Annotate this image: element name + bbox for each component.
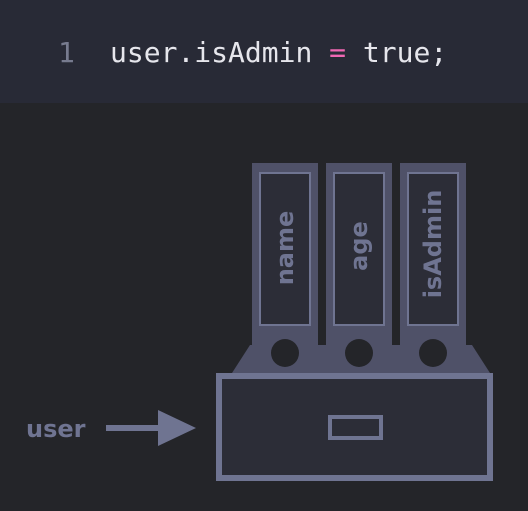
- code-dot: .: [177, 36, 195, 69]
- code-terminator: ;: [430, 36, 448, 69]
- folder-label-name: name: [271, 211, 299, 286]
- cabinet-box: [216, 373, 493, 481]
- pointer-arrow-head: [158, 410, 196, 446]
- object-label: user: [26, 415, 86, 443]
- code-property: isAdmin: [194, 36, 313, 69]
- folder-label-age: age: [345, 221, 373, 271]
- folder-label-isAdmin: isAdmin: [419, 190, 447, 299]
- folder-age: age: [326, 163, 392, 373]
- code-value: true: [362, 36, 431, 69]
- object-diagram: name age isAdmin user: [26, 163, 493, 481]
- line-number: 1: [58, 36, 75, 69]
- code-object: user: [110, 36, 178, 69]
- code-operator: =: [329, 36, 347, 69]
- folder-name: name: [252, 163, 318, 373]
- folder-isAdmin: isAdmin: [400, 163, 466, 373]
- code-editor-bar: 1 user.isAdmin = true;: [0, 0, 528, 103]
- cabinet-handle: [328, 415, 383, 440]
- code-line: user.isAdmin = true;: [110, 36, 447, 69]
